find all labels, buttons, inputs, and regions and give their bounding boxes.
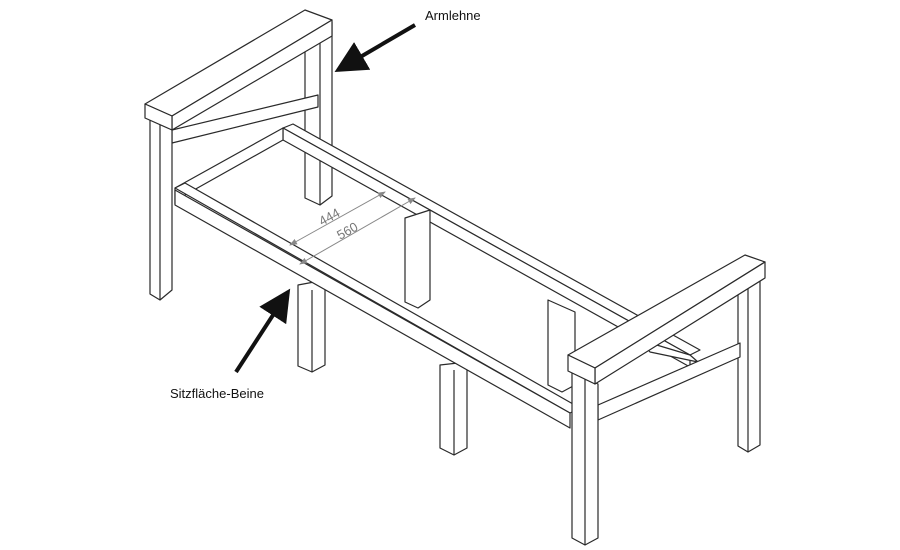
front-seat-rail	[174, 182, 581, 429]
back-right-leg	[547, 299, 576, 393]
right-armrest	[567, 254, 766, 546]
seat-legs-label: Sitzfläche-Beine	[170, 386, 264, 401]
armrest-arrow-icon	[334, 23, 417, 73]
dimension-444-label: 444	[316, 205, 342, 229]
dimension-560-label: 560	[334, 219, 360, 243]
back-middle-leg	[404, 209, 431, 309]
armrest-label: Armlehne	[425, 8, 481, 23]
seat-legs-arrow-icon	[234, 288, 291, 374]
left-armrest	[144, 9, 333, 301]
